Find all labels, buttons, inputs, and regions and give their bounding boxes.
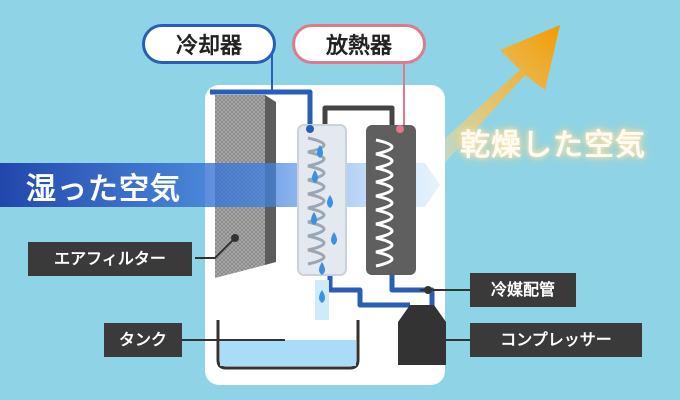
air-filter-label: エアフィルター xyxy=(28,242,192,276)
humid-air-label: 湿った空気 xyxy=(26,172,181,207)
water-tank xyxy=(216,320,360,370)
radiator-label: 放熱器 xyxy=(292,24,426,64)
refrigerant-pipes xyxy=(210,89,435,310)
dry-air-label: 乾燥した空気 xyxy=(460,128,646,163)
compressor xyxy=(398,305,446,365)
radiator-unit xyxy=(366,125,416,275)
tank-label: タンク xyxy=(104,323,182,357)
compressor-label: コンプレッサー xyxy=(470,323,642,357)
radiator-marker-dot xyxy=(396,125,404,133)
cooler-marker-dot xyxy=(306,125,314,133)
leader-dots xyxy=(231,234,432,344)
refrigerant-pipe-label: 冷媒配管 xyxy=(470,273,576,307)
cooler-label: 冷却器 xyxy=(142,24,276,64)
cooler-unit xyxy=(297,124,347,276)
